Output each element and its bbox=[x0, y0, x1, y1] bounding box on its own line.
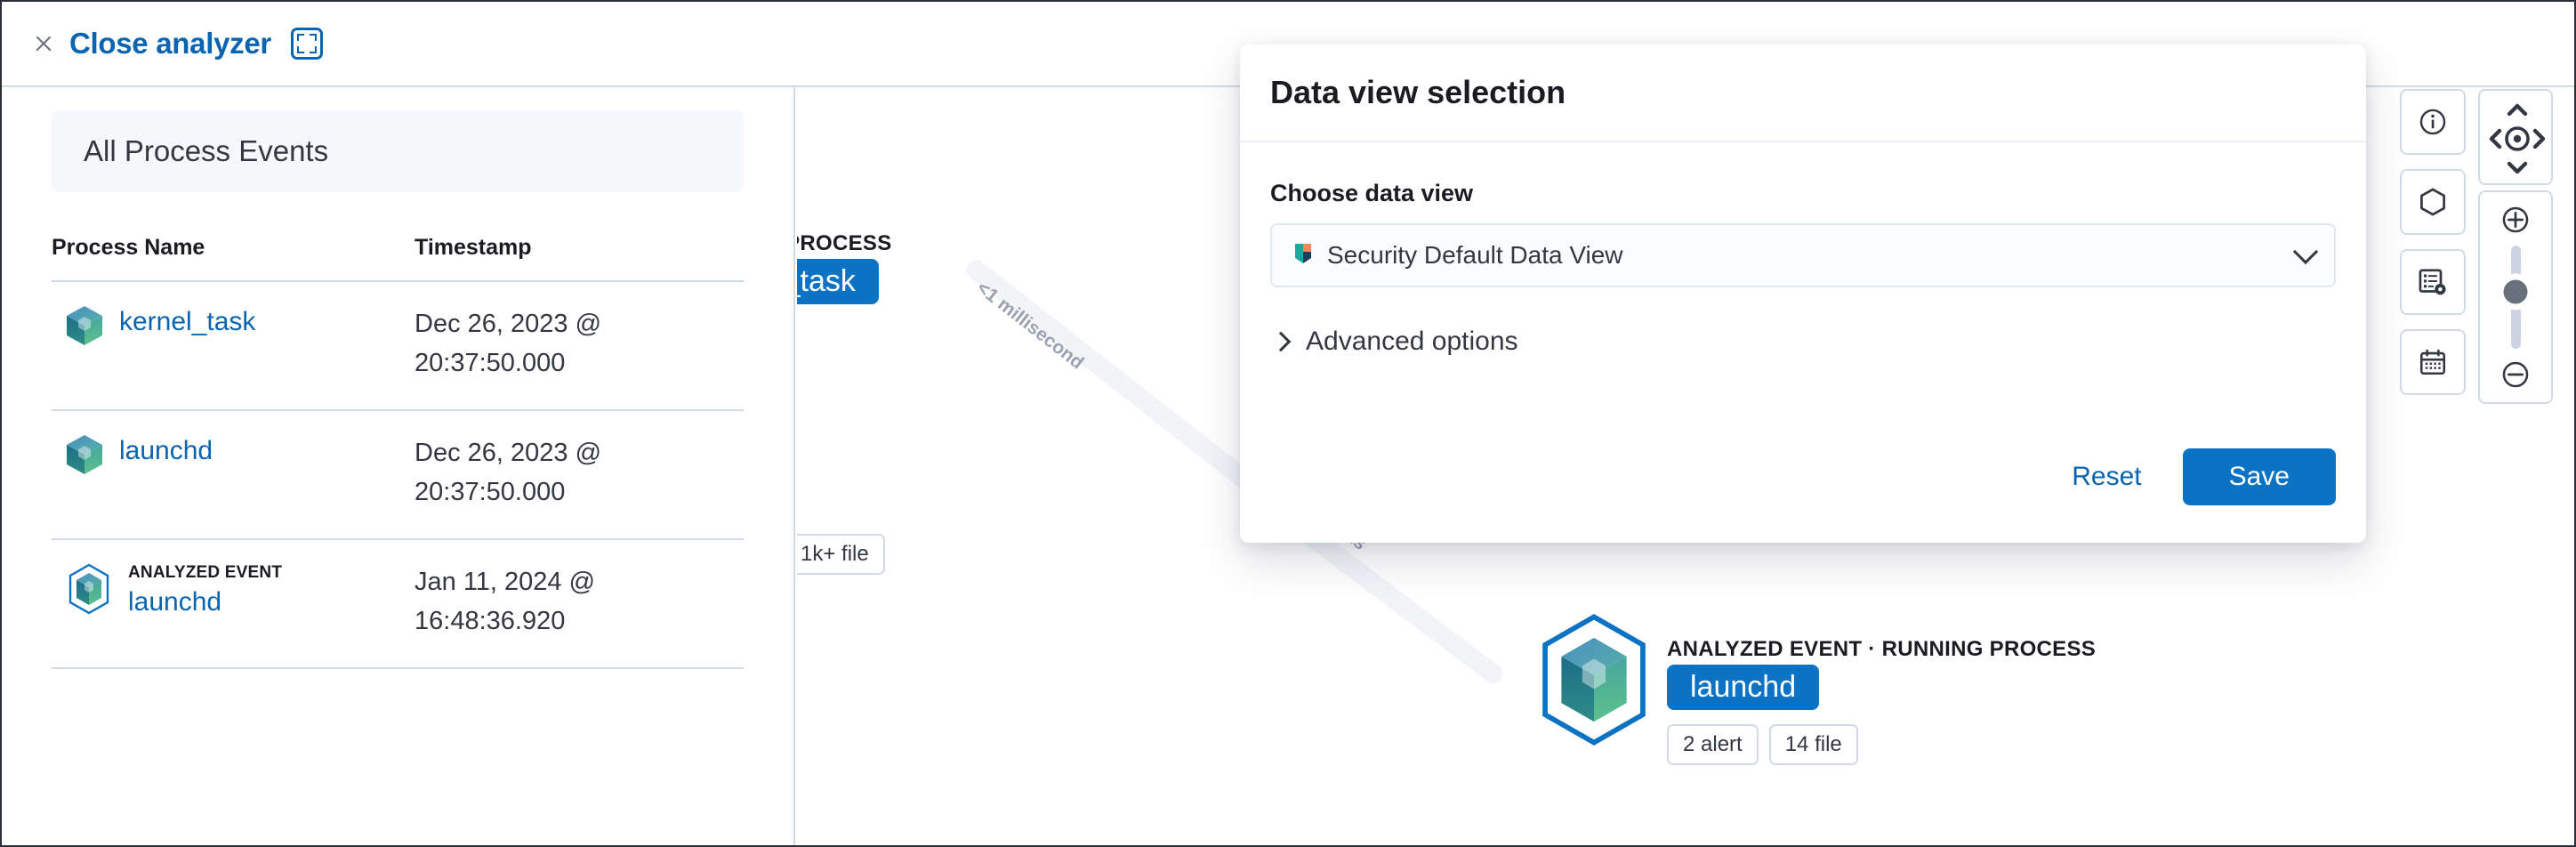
column-header-timestamp: Timestamp bbox=[415, 235, 744, 282]
process-name-link[interactable]: launchd bbox=[128, 586, 222, 617]
chevron-down-icon[interactable] bbox=[2292, 238, 2319, 265]
data-view-select[interactable]: Security Default Data View bbox=[1270, 223, 2336, 287]
center-target-icon bbox=[2505, 126, 2530, 151]
info-icon bbox=[2419, 109, 2446, 135]
analyzed-event-cube-icon bbox=[66, 563, 112, 619]
save-button[interactable]: Save bbox=[2182, 448, 2336, 505]
cell-process-name: launchd bbox=[52, 410, 415, 540]
timestamp-value: Dec 26, 2023 @ 20:37:50.000 bbox=[415, 439, 602, 506]
table-row[interactable]: launchd Dec 26, 2023 @ 20:37:50.000 bbox=[52, 410, 744, 540]
timestamp-value: Jan 11, 2024 @ 16:48:36.920 bbox=[415, 568, 596, 635]
node-chip-file[interactable]: 14 file bbox=[1768, 724, 1858, 765]
graph-node-kernel-task[interactable]: RUNNING PROCESS kernel_task bbox=[797, 215, 892, 327]
timestamp-value: Dec 26, 2023 @ 20:37:50.000 bbox=[415, 310, 602, 377]
cell-process-name: ANALYZED EVENT launchd bbox=[52, 539, 415, 669]
graph-node-label[interactable]: launchd bbox=[1667, 665, 1820, 710]
graph-node-kind: ANALYZED EVENT · RUNNING PROCESS bbox=[1667, 637, 2097, 661]
zoom-in-icon bbox=[2502, 206, 2529, 233]
modal-title: Data view selection bbox=[1270, 74, 1566, 110]
table-header-row: Process Name Timestamp bbox=[52, 235, 744, 282]
chevron-left-icon bbox=[2489, 128, 2502, 149]
chevron-right-icon bbox=[2532, 128, 2546, 149]
graph-edge-1 bbox=[962, 256, 1269, 502]
calendar-icon bbox=[2419, 349, 2446, 375]
date-picker-button[interactable] bbox=[2400, 329, 2466, 395]
legend-button[interactable] bbox=[2400, 169, 2466, 235]
table-row[interactable]: kernel_task Dec 26, 2023 @ 20:37:50.000 bbox=[52, 281, 744, 411]
zoom-out-icon bbox=[2502, 361, 2529, 388]
zoom-slider[interactable] bbox=[2503, 246, 2528, 349]
page-title: All Process Events bbox=[84, 134, 329, 167]
cell-timestamp: Dec 26, 2023 @ 20:37:50.000 bbox=[415, 281, 744, 411]
data-view-selection-modal: Data view selection Choose data view Sec… bbox=[1240, 44, 2366, 543]
close-icon[interactable] bbox=[32, 32, 55, 55]
panel-title-box: All Process Events bbox=[52, 110, 744, 192]
process-events-panel: All Process Events Process Name Timestam… bbox=[2, 87, 795, 845]
analyzed-event-badge: ANALYZED EVENT bbox=[128, 563, 283, 582]
graph-node-kind: RUNNING PROCESS bbox=[797, 231, 892, 255]
fullscreen-icon[interactable] bbox=[290, 28, 323, 60]
close-analyzer-link[interactable]: Close analyzer bbox=[69, 27, 271, 60]
modal-header: Data view selection bbox=[1240, 44, 2366, 142]
cell-timestamp: Jan 11, 2024 @ 16:48:36.920 bbox=[415, 539, 744, 669]
advanced-options-toggle[interactable]: Advanced options bbox=[1270, 327, 2336, 357]
process-name-link[interactable]: launchd bbox=[119, 436, 213, 465]
modal-footer: Reset Save bbox=[2056, 448, 2336, 505]
process-name-link[interactable]: kernel_task bbox=[119, 307, 256, 336]
info-button[interactable] bbox=[2400, 89, 2466, 155]
elastic-data-view-icon bbox=[1292, 241, 1315, 270]
analyzed-event-cube-icon bbox=[1534, 612, 1654, 752]
process-cube-icon bbox=[66, 434, 103, 480]
process-events-table: Process Name Timestamp bbox=[52, 235, 744, 669]
hexagon-icon bbox=[2420, 188, 2445, 216]
node-chip-alert[interactable]: 2 alert bbox=[1667, 724, 1759, 765]
column-header-process-name: Process Name bbox=[52, 235, 415, 282]
edge-pill-file-count[interactable]: 1k+ file bbox=[797, 534, 885, 575]
modal-body: Choose data view Security Default Data V… bbox=[1240, 142, 2366, 357]
zoom-control[interactable] bbox=[2478, 190, 2553, 404]
pan-control[interactable] bbox=[2478, 89, 2553, 185]
analyzer-tool-buttons bbox=[2400, 89, 2466, 395]
data-view-selected-value: Security Default Data View bbox=[1327, 241, 1623, 269]
graph-edge-label-1: <1 millisecond bbox=[972, 278, 1088, 374]
zoom-slider-thumb[interactable] bbox=[2503, 279, 2528, 304]
reset-button[interactable]: Reset bbox=[2056, 451, 2157, 503]
table-row[interactable]: ANALYZED EVENT launchd Jan 11, 2024 @ 16… bbox=[52, 539, 744, 669]
chevron-up-icon bbox=[2507, 103, 2528, 117]
cell-timestamp: Dec 26, 2023 @ 20:37:50.000 bbox=[415, 410, 744, 540]
chevron-down-icon bbox=[2507, 161, 2528, 174]
choose-data-view-label: Choose data view bbox=[1270, 180, 1474, 206]
analyzer-pan-zoom-controls bbox=[2478, 89, 2553, 404]
cell-process-name: kernel_task bbox=[52, 281, 415, 411]
advanced-options-label: Advanced options bbox=[1306, 327, 1518, 356]
process-cube-icon bbox=[66, 305, 103, 351]
chevron-right-icon bbox=[1270, 331, 1292, 352]
schema-settings-button[interactable] bbox=[2400, 249, 2466, 315]
graph-node-launchd[interactable]: ANALYZED EVENT · RUNNING PROCESS launchd… bbox=[1534, 612, 2096, 765]
graph-node-label[interactable]: kernel_task bbox=[797, 259, 879, 304]
settings-list-icon bbox=[2419, 269, 2446, 295]
